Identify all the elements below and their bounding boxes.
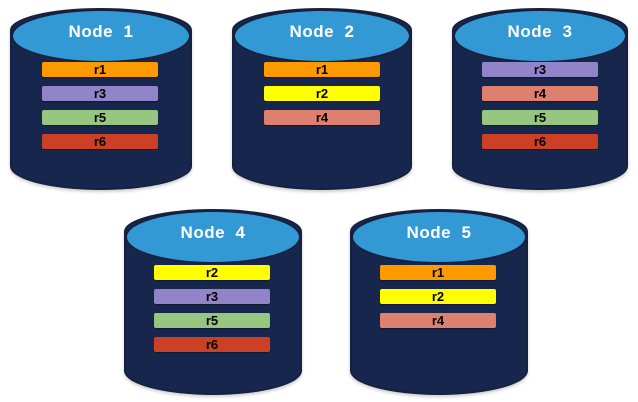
node-label: Node 4 [180,223,246,242]
record-bar[interactable]: r1 [42,62,158,77]
node-2[interactable]: Node 2 r1 r2 r4 [232,8,412,190]
record-label: r3 [533,62,547,77]
node-label: Node 5 [406,223,472,242]
record-label: r3 [93,86,107,101]
record-bar[interactable]: r2 [154,265,270,280]
record-label: r1 [93,62,107,77]
record-list: r1 r2 r4 [232,8,412,190]
record-bar[interactable]: r4 [482,86,598,101]
node-label: Node 2 [289,22,355,41]
record-bar[interactable]: r6 [154,337,270,352]
record-list: r3 r4 r5 r6 [452,8,628,190]
cylinder-top-ellipse [11,9,191,63]
record-label: r6 [93,134,107,149]
record-label: r5 [93,110,107,125]
record-label: r5 [533,110,547,125]
node-label: Node 1 [68,22,134,41]
cylinder-top-ellipse [351,210,527,264]
record-label: r2 [315,86,329,101]
record-bar[interactable]: r4 [264,110,380,125]
cylinder-top-ellipse [453,9,627,63]
record-label: r2 [205,265,219,280]
record-label: r1 [431,265,445,280]
record-label: r4 [315,110,329,125]
node-1[interactable]: Node 1 r1 r3 r5 r6 [10,8,192,190]
record-bar[interactable]: r6 [482,134,598,149]
node-4[interactable]: Node 4 r2 r3 r5 r6 [124,209,302,395]
record-label: r2 [431,289,445,304]
record-bar[interactable]: r1 [264,62,380,77]
record-label: r6 [205,337,219,352]
record-bar[interactable]: r4 [380,313,496,328]
record-label: r6 [533,134,547,149]
record-label: r1 [315,62,329,77]
record-label: r4 [431,313,445,328]
record-list: r1 r3 r5 r6 [10,8,192,190]
node-label: Node 3 [507,22,573,41]
record-bar[interactable]: r3 [482,62,598,77]
record-bar[interactable]: r6 [42,134,158,149]
record-bar[interactable]: r5 [42,110,158,125]
cylinder-top-ellipse [125,210,301,264]
node-5[interactable]: Node 5 r1 r2 r4 [350,209,528,395]
record-bar[interactable]: r3 [42,86,158,101]
record-label: r5 [205,313,219,328]
record-label: r4 [533,86,547,101]
record-bar[interactable]: r2 [380,289,496,304]
record-bar[interactable]: r1 [380,265,496,280]
node-3[interactable]: Node 3 r3 r4 r5 r6 [452,8,628,190]
record-bar[interactable]: r5 [482,110,598,125]
record-bar[interactable]: r3 [154,289,270,304]
record-label: r3 [205,289,219,304]
record-bar[interactable]: r5 [154,313,270,328]
record-list: r2 r3 r5 r6 [124,209,302,395]
record-list: r1 r2 r4 [350,209,528,395]
record-bar[interactable]: r2 [264,86,380,101]
